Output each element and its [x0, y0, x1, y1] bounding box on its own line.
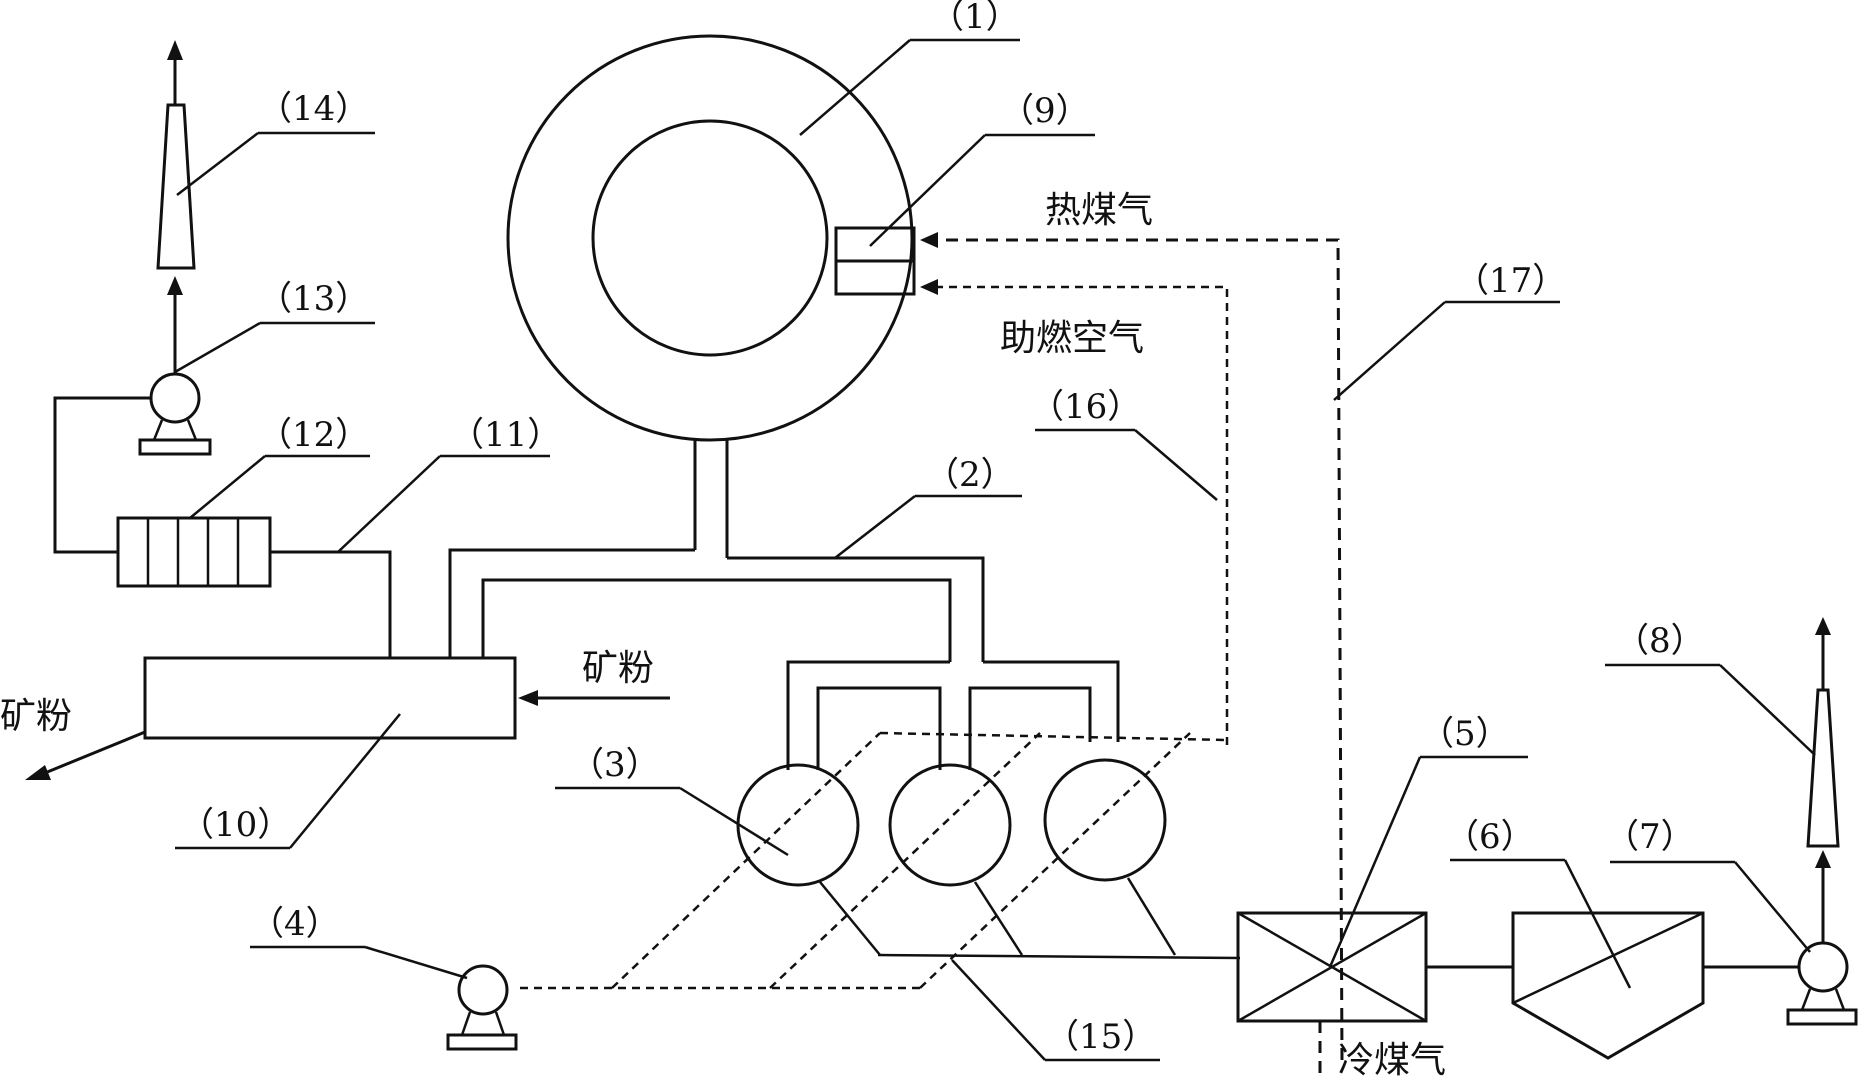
exhaust-fan-right — [1786, 941, 1858, 1026]
bag-filter — [116, 516, 272, 588]
label-5: （5） — [1420, 714, 1510, 754]
regenerator-stoves — [736, 758, 1167, 887]
label-4: （4） — [250, 904, 340, 944]
ore-outlet-arrow — [25, 730, 146, 780]
label-6: （6） — [1445, 817, 1535, 857]
chimney-right — [1806, 617, 1840, 943]
exhaust-fan-left — [138, 372, 212, 456]
label-3: （3） — [570, 745, 660, 785]
heat-exchanger — [1236, 911, 1428, 1023]
burner-box — [834, 226, 916, 296]
label-15: （15） — [1045, 1017, 1156, 1057]
hot-gas-line — [920, 232, 1344, 1061]
ore-powder-in-label: 矿粉 — [582, 648, 654, 689]
hot-air-pipe-network — [448, 440, 1120, 770]
flue-gas-line — [819, 877, 1241, 960]
label-2: （2） — [925, 455, 1015, 495]
exhaust-pipe — [270, 550, 392, 658]
label-17: （17） — [1455, 261, 1566, 301]
air-fan — [446, 964, 518, 1051]
chimney-left — [156, 40, 196, 374]
ore-preheater — [143, 656, 517, 740]
combustion-air-label: 助燃空气 — [1000, 318, 1144, 359]
label-9: （9） — [1000, 91, 1090, 131]
combustion-air-line — [920, 279, 1229, 745]
label-12: （12） — [258, 415, 369, 455]
dust-collector — [1511, 911, 1705, 1060]
label-8: （8） — [1615, 621, 1705, 661]
label-11: （11） — [450, 415, 561, 455]
hot-gas-label: 热煤气 — [1045, 190, 1153, 231]
label-10: （10） — [180, 805, 291, 845]
leader-lines — [174, 38, 1816, 1062]
label-7: （7） — [1605, 817, 1695, 857]
ring-furnace — [506, 34, 914, 442]
ore-inlet-arrow — [518, 690, 670, 706]
ore-powder-out-label: 矿粉 — [0, 696, 72, 737]
label-13: （13） — [258, 279, 369, 319]
label-14: （14） — [258, 89, 369, 129]
label-16: （16） — [1030, 387, 1141, 427]
label-1: （1） — [930, 0, 1020, 37]
cold-gas-label: 冷煤气 — [1338, 1040, 1446, 1081]
air-distribution-lines — [520, 731, 1228, 990]
